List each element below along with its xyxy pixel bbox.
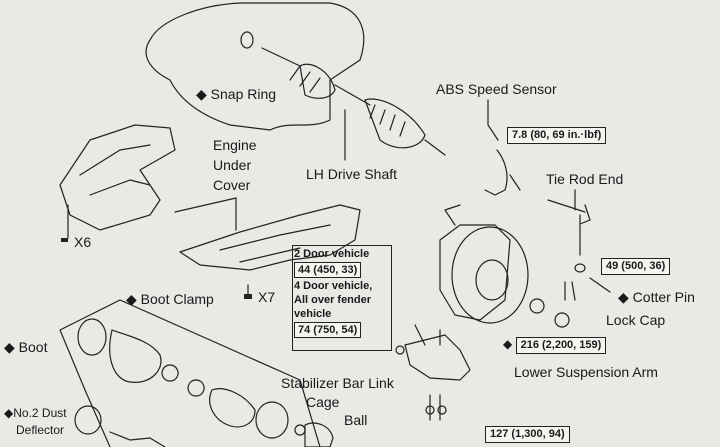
transaxle-outline [145, 2, 365, 131]
diamond-mark: ◆ [196, 86, 207, 102]
boot-clamp-text: Boot Clamp [140, 291, 214, 307]
lock-cap-part [554, 312, 570, 328]
cage-label: Cage [306, 394, 340, 410]
engine-under-cover-line1: Engine [213, 137, 257, 153]
tie-rod-end-part [547, 199, 591, 256]
spec-4door-value: 74 (750, 54) [294, 322, 362, 338]
cotter-pin-text: Cotter Pin [632, 289, 695, 305]
engine-under-cover-line2: Under [213, 157, 252, 173]
steering-knuckle-part [439, 224, 511, 321]
spec-vehicle-text: vehicle [294, 308, 332, 320]
lh-drive-shaft-label: LH Drive Shaft [306, 166, 398, 182]
stabilizer-spec-panel: 2 Door vehicle 44 (450, 33) 4 Door vehic… [294, 247, 392, 339]
spec-4door-text: 4 Door vehicle, [294, 280, 373, 292]
hub-nut-torque-spec: 216 (2,200, 159) [515, 337, 607, 354]
no2-dust-deflector-line2: Deflector [16, 423, 65, 437]
stabilizer-spec-frame [292, 245, 392, 351]
spec-2door-value: 44 (450, 33) [294, 262, 362, 278]
hub-nut-torque: ◆ 216 (2,200, 159) [503, 337, 607, 354]
diamond-mark: ◆ [4, 406, 14, 420]
diamond-mark: ◆ [4, 339, 15, 355]
snap-ring-text: Snap Ring [210, 86, 277, 102]
dust-deflector-part [74, 405, 102, 435]
outer-boot-part [209, 388, 256, 428]
lower-suspension-arm-label: Lower Suspension Arm [514, 364, 658, 380]
lock-cap-label: Lock Cap [606, 312, 666, 328]
diamond-mark: ◆ [126, 291, 137, 307]
lower-arm-torque-spec: 127 (1,300, 94) [485, 426, 570, 443]
no2-dust-deflector-label: ◆No.2 Dust Deflector [4, 406, 67, 437]
engine-under-cover-left [59, 124, 176, 231]
abs-sensor-part [484, 149, 521, 196]
stabilizer-bar-link-label: Stabilizer Bar Link [281, 375, 394, 391]
diamond-mark: ◆ [503, 337, 513, 351]
engine-under-cover-right [179, 204, 361, 271]
spec-fender-text: All over fender [294, 294, 372, 306]
ball-part [294, 424, 306, 436]
diamond-mark: ◆ [618, 289, 629, 305]
lower-suspension-arm-part [404, 334, 471, 381]
boot-clamp-part [161, 364, 205, 397]
brake-disc-part [451, 226, 529, 324]
abs-speed-sensor-label: ABS Speed Sensor [436, 81, 557, 97]
lh-drive-shaft-part [261, 47, 446, 156]
x6-bolt-icon [61, 238, 68, 242]
no2-dust-deflector-line1: No.2 Dust [13, 406, 67, 420]
cotter-pin-part [564, 277, 611, 301]
x7-bolt-icon [244, 294, 252, 299]
spec-2door-text: 2 Door vehicle [294, 248, 370, 260]
cage-part [304, 422, 334, 447]
boot-label: ◆ Boot [4, 339, 47, 355]
boot-text: Boot [18, 339, 48, 355]
engine-under-cover-line3: Cover [213, 177, 251, 193]
boot-clamp-label: ◆ Boot Clamp [126, 291, 214, 307]
tie-rod-torque-spec: 49 (500, 36) [601, 258, 671, 275]
engine-under-cover-label: Engine Under Cover [213, 137, 257, 193]
x6-text: X6 [74, 234, 92, 250]
snap-ring-part [240, 31, 254, 49]
x7-label: X7 [244, 289, 275, 305]
x7-text: X7 [258, 289, 276, 305]
ball-label: Ball [344, 412, 368, 428]
snap-ring-label: ◆ Snap Ring [196, 86, 276, 102]
cotter-pin-label: ◆ Cotter Pin [618, 289, 695, 305]
boot-part [109, 329, 162, 383]
hub-nut-part [529, 298, 545, 314]
x6-label: X6 [62, 234, 91, 250]
abs-torque-spec: 7.8 (80, 69 in.·lbf) [507, 127, 607, 144]
tie-rod-end-label: Tie Rod End [546, 171, 624, 187]
